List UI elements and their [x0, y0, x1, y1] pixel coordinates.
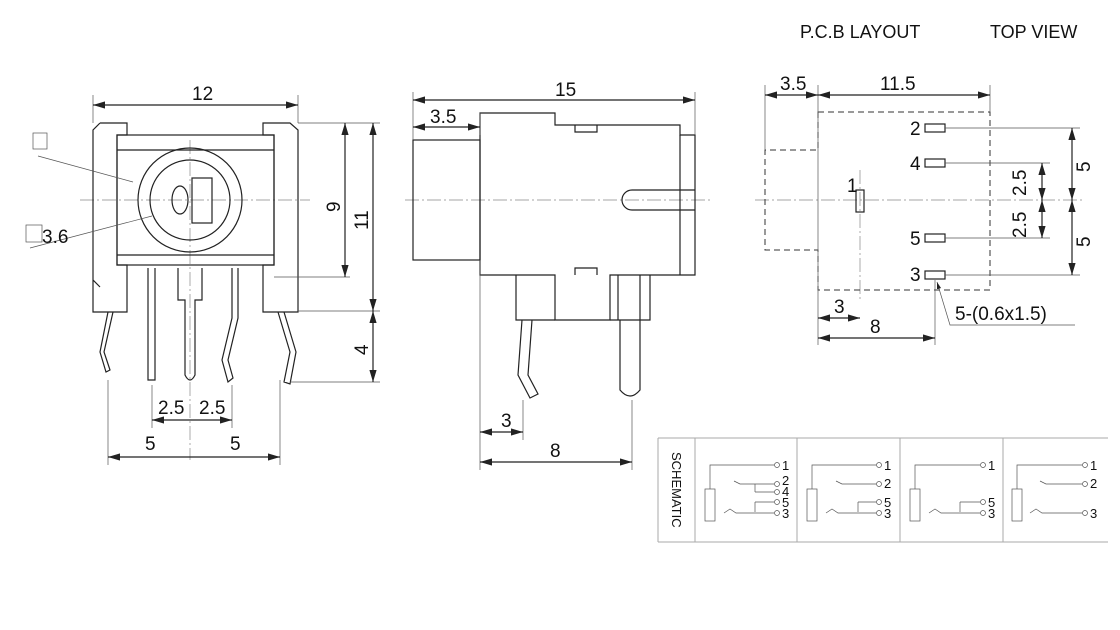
dim-pin-length: 4	[352, 344, 373, 355]
pin-label-2: 2	[910, 119, 921, 140]
pad-3	[924, 270, 946, 280]
sch4-pin-1: 1	[1090, 458, 1097, 473]
dim-length: 15	[555, 80, 576, 101]
schematic-title: SCHEMATIC	[669, 452, 684, 528]
top-view-title: TOP VIEW	[990, 22, 1077, 42]
dim-inner-lower: 2.5	[1010, 212, 1031, 238]
dim-span-left: 5	[145, 434, 156, 455]
dim-inner-height: 9	[324, 201, 345, 212]
pin-label-1: 1	[847, 176, 858, 197]
pad-4	[924, 158, 946, 168]
dim-pcb-width: 11.5	[880, 74, 916, 95]
sch1-pin-3: 3	[782, 506, 789, 521]
sch4-pin-3: 3	[1090, 506, 1097, 521]
sch3-pin-5: 5	[988, 495, 995, 510]
side-view: 15 3.5 3 8	[405, 80, 710, 470]
sch3-pin-3: 3	[988, 506, 995, 521]
dim-pitch-left: 2.5	[158, 398, 184, 419]
sch2-pin-3: 3	[884, 506, 891, 521]
schematic-table: SCHEMATIC 1 2 4 5 3 1 2 5 3 1 5 3 1 2 3	[657, 437, 1108, 543]
sch4-pin-2: 2	[1090, 476, 1097, 491]
dim-span-right: 5	[230, 434, 241, 455]
pin-label-5: 5	[910, 229, 921, 250]
dim-upper: 5	[1074, 161, 1095, 172]
sch2-pin-2: 2	[884, 476, 891, 491]
front-view: 3.6 12 9 11 4 2.5 2.5 5 5	[25, 84, 380, 465]
pin-label-4: 4	[910, 154, 921, 175]
dim-left-offset: 3.5	[780, 74, 806, 95]
sch1-pin-5: 5	[782, 495, 789, 510]
sch2-pin-5: 5	[884, 495, 891, 510]
dim-cap-length: 3.5	[430, 107, 456, 128]
pcb-layout: 2 4 1 5 3 5 5 2.5 2.5 3.5 11.5 3 8 5-(0.…	[755, 74, 1095, 345]
pad-2	[924, 123, 946, 133]
diameter-label: 3.6	[42, 227, 68, 248]
dim-width: 12	[192, 84, 213, 105]
sch1-pin-2: 2	[782, 473, 789, 488]
dim-pin-offset: 3	[501, 411, 512, 432]
pad-5	[924, 233, 946, 243]
dim-lower: 5	[1074, 236, 1095, 247]
dim-height: 11	[352, 210, 373, 230]
pin-label-3: 3	[910, 265, 921, 286]
sch1-pin-4: 4	[782, 484, 789, 499]
sch2-pin-1: 1	[884, 458, 891, 473]
dim-inner-upper: 2.5	[1010, 170, 1031, 196]
dim-pin1: 3	[834, 297, 845, 318]
pad-1	[855, 189, 865, 213]
sch3-pin-1: 1	[988, 458, 995, 473]
pad-size-note: 5-(0.6x1.5)	[955, 304, 1047, 325]
dim-pin-span: 8	[550, 441, 561, 462]
sch1-pin-1: 1	[782, 458, 789, 473]
pcb-layout-title: P.C.B LAYOUT	[800, 22, 920, 42]
dim-pitch-right: 2.5	[199, 398, 225, 419]
dim-pins: 8	[870, 317, 881, 338]
